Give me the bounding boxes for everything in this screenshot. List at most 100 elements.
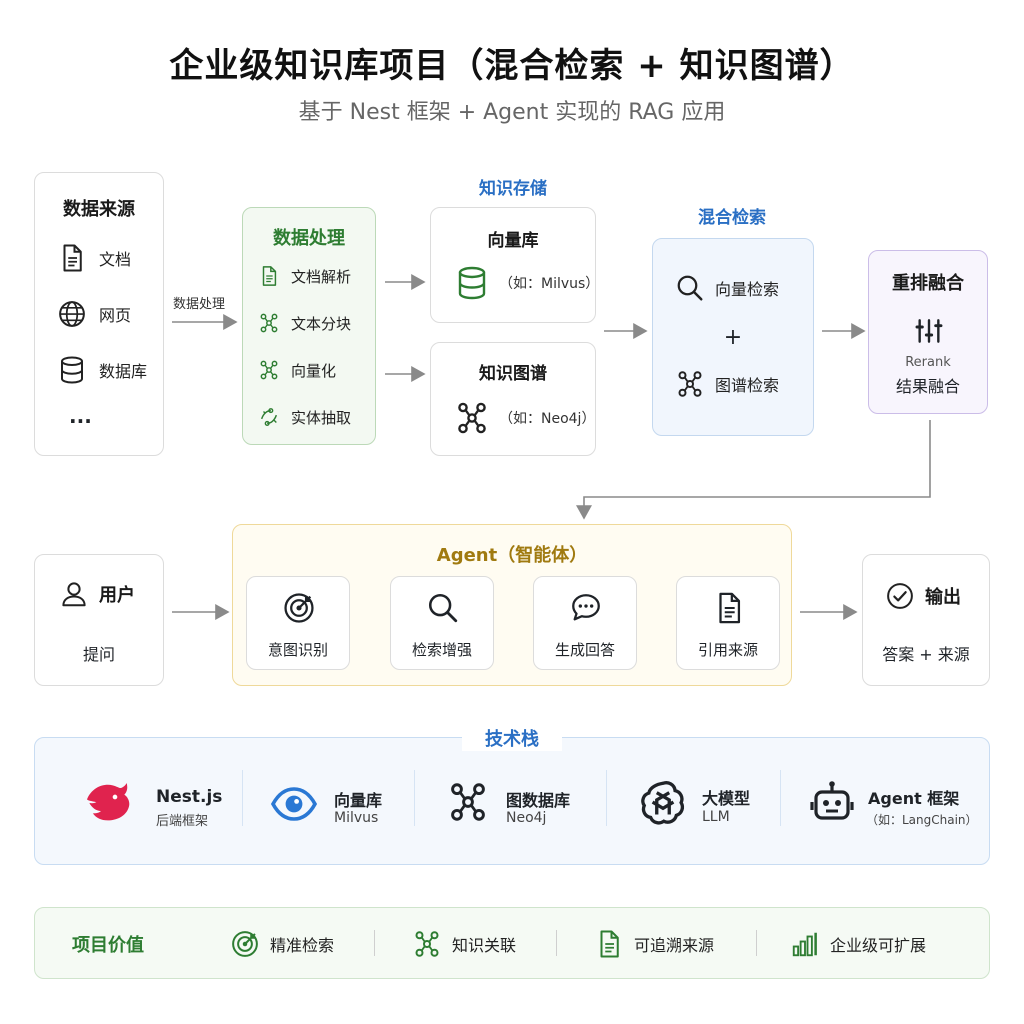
plus-sign: + (723, 325, 743, 350)
globe-icon (57, 299, 87, 329)
tech-name: Agent 框架 (868, 789, 960, 808)
vector-search-label: 向量检索 (715, 280, 780, 299)
document-icon (712, 591, 746, 625)
page-title: 企业级知识库项目（混合检索 + 知识图谱） (169, 46, 855, 86)
target-icon (282, 591, 316, 625)
agent-step-label: 生成回答 (554, 641, 615, 659)
tech-sub: Neo4j (506, 810, 547, 826)
document-icon (57, 243, 87, 273)
agent-step-label: 引用来源 (697, 641, 758, 659)
processing-item-label: 实体抽取 (291, 408, 352, 427)
value-item: 知识关联 (412, 929, 516, 959)
tech-divider (606, 770, 607, 826)
output-box: 输出 答案 + 来源 (862, 554, 990, 686)
graph-search-label: 图谱检索 (715, 376, 780, 395)
graph-search-item: 图谱检索 (675, 369, 779, 399)
value-item: 精准检索 (230, 929, 334, 959)
value-item: 企业级可扩展 (790, 929, 926, 959)
agent-step-intent: 意图识别 (246, 576, 350, 670)
processing-panel: 数据处理 文档解析 文本分块 向量化 实体抽取 (242, 207, 376, 445)
hybrid-section-label: 混合检索 (698, 208, 766, 228)
nodes-icon (257, 358, 281, 382)
hybrid-retrieval-box: 向量检索 + 图谱检索 (652, 238, 814, 436)
extract-icon (257, 405, 281, 429)
user-box: 用户 提问 (34, 554, 164, 686)
agent-title: Agent（智能体） (436, 545, 588, 566)
rerank-desc: 结果融合 (895, 377, 960, 396)
tech-sub: （如：LangChain） (866, 813, 978, 827)
value-divider (374, 930, 375, 956)
project-value-panel (34, 907, 990, 979)
page-subtitle: 基于 Nest 框架 + Agent 实现的 RAG 应用 (298, 100, 726, 125)
agent-step-generate: 生成回答 (533, 576, 637, 670)
value-item: 可追溯来源 (594, 929, 714, 959)
graph-store-box: 知识图谱 （如：Neo4j） (430, 342, 596, 456)
processing-item-label: 向量化 (291, 361, 337, 380)
tech-divider (780, 770, 781, 826)
robot-icon (808, 778, 856, 826)
vector-store-box: 向量库 （如：Milvus） (430, 207, 600, 323)
tech-sub: 后端框架 (156, 814, 209, 829)
tech-divider (242, 770, 243, 826)
vector-store-note: （如：Milvus） (499, 276, 600, 292)
project-value-title: 项目价值 (72, 935, 144, 956)
data-sources-panel: 数据来源 文档 网页 数据库 ··· (34, 172, 164, 456)
tech-name: 大模型 (702, 789, 751, 808)
database-icon (57, 355, 87, 385)
processing-item: 向量化 (257, 358, 336, 382)
tech-name: Nest.js (156, 787, 223, 807)
document-icon (594, 929, 624, 959)
source-item-document: 文档 (57, 243, 131, 273)
nodes-icon (446, 780, 490, 824)
check-circle-icon (885, 581, 915, 611)
value-item-label: 知识关联 (452, 936, 517, 955)
graph-store-title: 知识图谱 (479, 364, 547, 384)
graph-store-detail: （如：Neo4j） (453, 399, 595, 437)
arrow-label: 数据处理 (173, 297, 226, 312)
output-header: 输出 (885, 581, 961, 611)
tech-divider (414, 770, 415, 826)
agent-step-retrieval: 检索增强 (390, 576, 494, 670)
nodes-icon (675, 369, 705, 399)
tech-sub: LLM (702, 809, 730, 825)
nodes-icon (453, 399, 491, 437)
more-sources-ellipsis: ··· (69, 409, 92, 433)
rerank-title: 重排融合 (892, 273, 964, 294)
rerank-en-label: Rerank (905, 355, 951, 370)
output-title: 输出 (925, 587, 961, 608)
value-item-label: 可追溯来源 (634, 936, 715, 955)
user-desc: 提问 (82, 645, 115, 664)
source-item-database: 数据库 (57, 355, 147, 385)
nodes-icon (257, 311, 281, 335)
agent-step-cite: 引用来源 (676, 576, 780, 670)
agent-step-label: 意图识别 (267, 641, 328, 659)
tech-stack-title: 技术栈 (462, 725, 562, 751)
processing-item: 实体抽取 (257, 405, 351, 429)
source-item-label: 网页 (99, 306, 132, 325)
arrow-rerank-to-agent (576, 420, 931, 520)
document-icon (257, 264, 281, 288)
user-icon (59, 579, 89, 609)
user-title: 用户 (99, 585, 135, 606)
value-divider (756, 930, 757, 956)
value-item-label: 精准检索 (270, 936, 335, 955)
value-item-label: 企业级可扩展 (830, 936, 927, 955)
nest-logo-icon (80, 776, 136, 832)
search-icon (426, 591, 460, 625)
chat-icon (569, 591, 603, 625)
llm-logo-icon (638, 776, 688, 826)
tech-name: 向量库 (334, 791, 383, 810)
rerank-box: 重排融合 Rerank 结果融合 (868, 250, 988, 414)
target-icon (230, 929, 260, 959)
graph-store-note: （如：Neo4j） (499, 411, 596, 427)
tech-name: 图数据库 (506, 791, 571, 810)
storage-section-label: 知识存储 (479, 179, 547, 199)
eye-icon (270, 780, 318, 828)
source-item-label: 文档 (99, 250, 132, 269)
output-desc: 答案 + 来源 (882, 645, 970, 664)
search-icon (675, 273, 705, 303)
source-item-label: 数据库 (99, 362, 148, 381)
source-item-web: 网页 (57, 299, 131, 329)
bar-chart-icon (790, 929, 820, 959)
